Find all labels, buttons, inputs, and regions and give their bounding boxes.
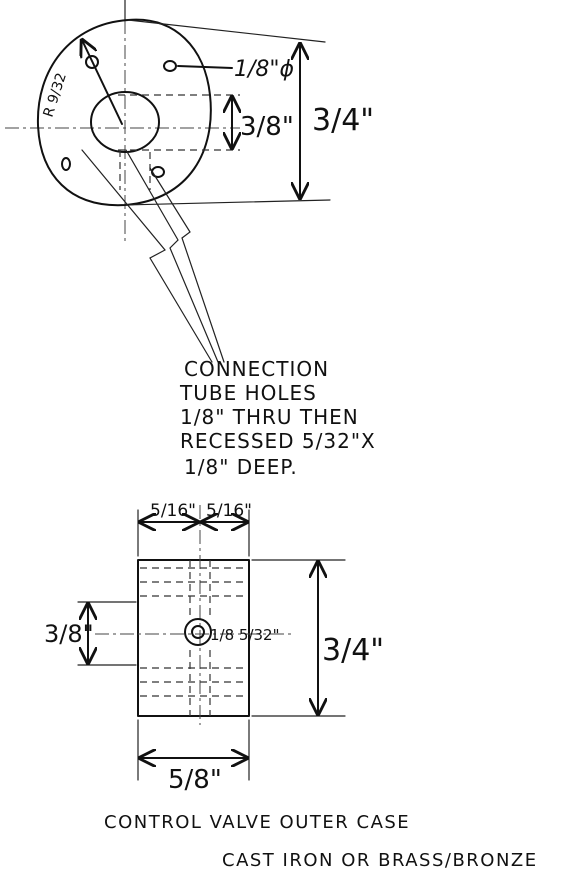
side-view: 5/16" 5/16" 1/8 5/32" 3/8" 3/4"	[44, 501, 384, 795]
note-line-3: 1/8" THRU THEN	[180, 405, 359, 429]
top-right-dim-label: 5/16"	[206, 501, 252, 521]
outer-dim-label: 3/4"	[312, 103, 374, 138]
central-bore	[90, 91, 160, 153]
note-leader-1	[81, 149, 213, 363]
hole-dia-label: 1/8"ϕ	[234, 57, 294, 82]
ext-line-top	[127, 19, 326, 43]
bolt-hole-bottom-right	[151, 166, 165, 178]
top-view: R 9/32 1/8"ϕ 3/4" 3/8"	[5, 0, 374, 363]
left-dim-label: 3/8"	[44, 620, 94, 648]
center-port-outer	[184, 618, 212, 646]
ext-line-bottom	[124, 199, 331, 206]
outer-flange-outline	[36, 18, 212, 207]
radius-leader	[82, 40, 123, 125]
title-block: CONTROL VALVE OUTER CASE CAST IRON OR BR…	[104, 812, 538, 871]
bolt-hole-top-right	[163, 60, 177, 72]
counterbore-dim-label: 3/8"	[240, 112, 294, 142]
hole-dia-leader	[177, 65, 233, 69]
center-hole-dim-label: 1/8 5/32"	[210, 626, 280, 644]
side-body-outline	[137, 559, 250, 717]
bolt-hole-bottom-left	[61, 157, 71, 171]
bottom-dim-label: 5/8"	[168, 765, 222, 795]
title-line-1: CONTROL VALVE OUTER CASE	[104, 812, 410, 833]
note-leader-3	[149, 167, 225, 363]
center-port-inner	[191, 625, 205, 639]
title-line-2: CAST IRON OR BRASS/BRONZE	[222, 850, 538, 871]
note-line-2: TUBE HOLES	[179, 381, 317, 405]
note-line-1: CONNECTION	[184, 357, 329, 381]
height-dim-label: 3/4"	[322, 633, 384, 668]
note-line-4: RECESSED 5/32"X	[180, 429, 376, 453]
top-left-dim-label: 5/16"	[150, 501, 196, 521]
note-line-5: 1/8" DEEP.	[184, 455, 298, 479]
note-block: CONNECTION TUBE HOLES 1/8" THRU THEN REC…	[179, 357, 376, 479]
note-leader-2	[125, 149, 219, 363]
